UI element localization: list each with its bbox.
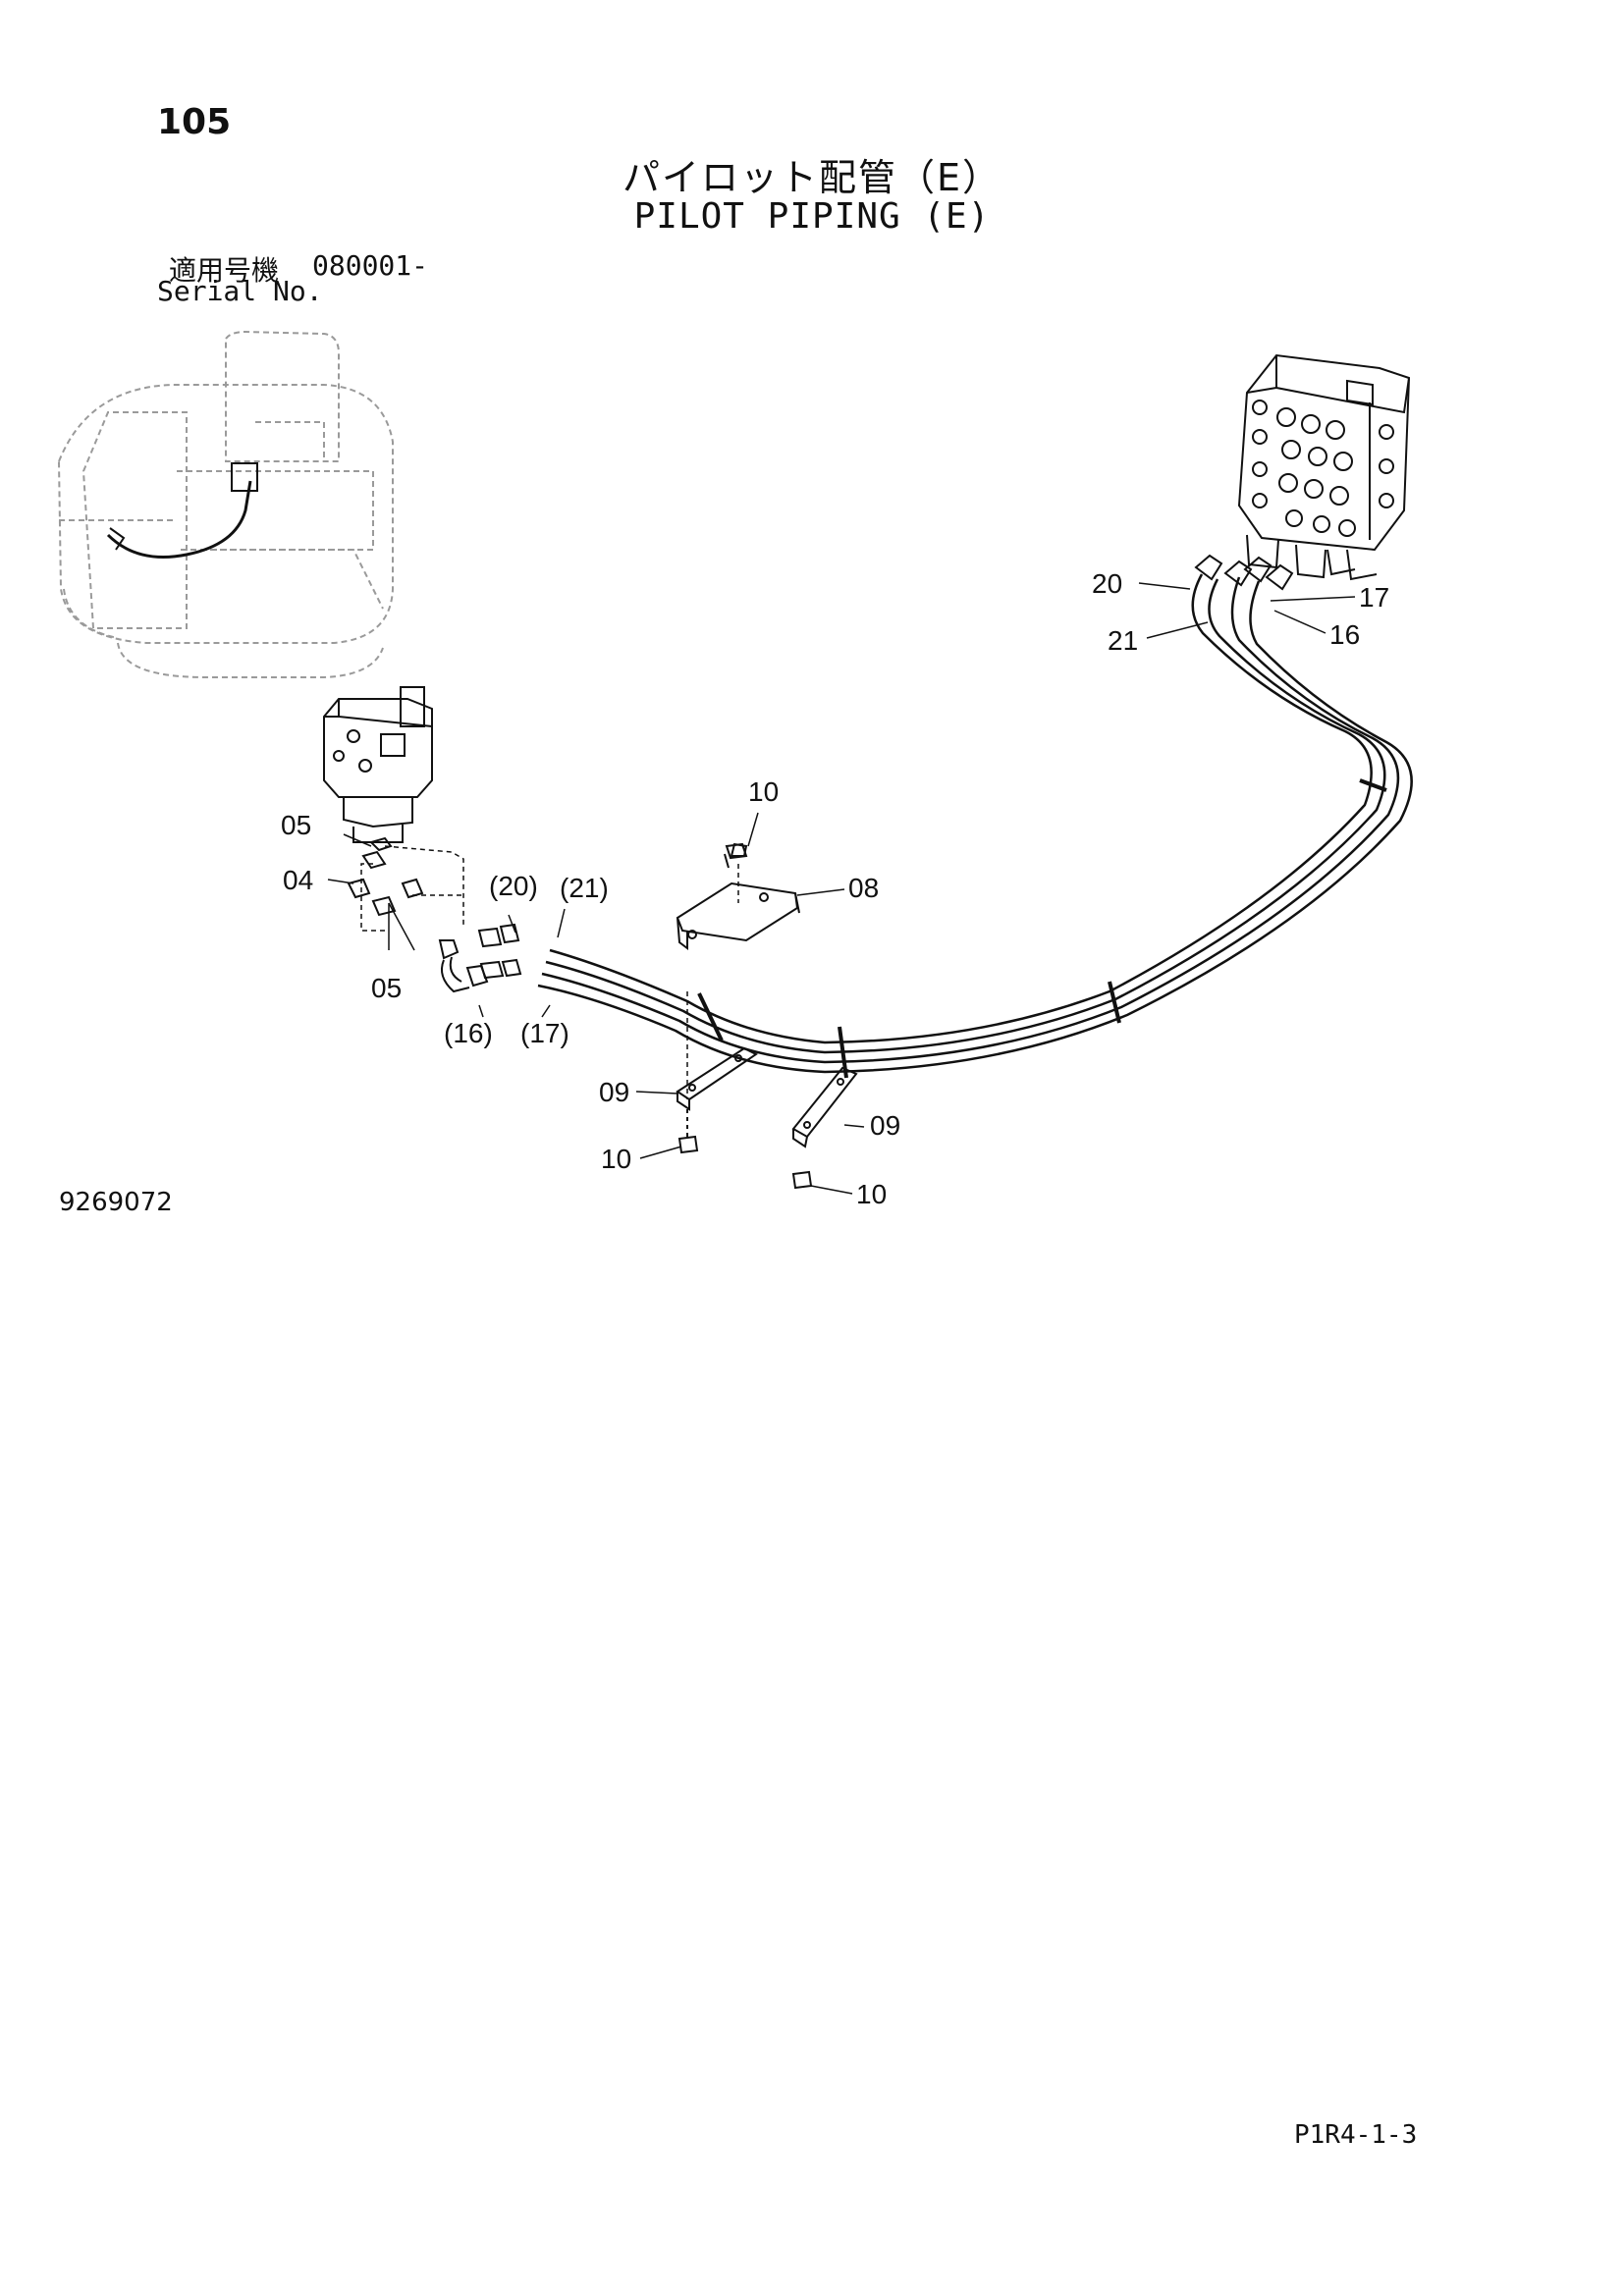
- label-leader-lines: [327, 582, 1356, 1195]
- page-number: 105: [157, 102, 232, 142]
- label-part-20-paren: (20): [489, 871, 538, 901]
- title-english: PILOT PIPING (E): [633, 196, 991, 237]
- label-part-08: 08: [848, 873, 879, 903]
- label-part-09-left: 09: [599, 1077, 629, 1107]
- clamp-plate-09-right: [791, 1066, 858, 1190]
- label-part-05-bottom: 05: [371, 973, 402, 1003]
- label-part-16: 16: [1329, 619, 1360, 650]
- serial-code: 080001-: [312, 249, 429, 282]
- label-part-17: 17: [1359, 582, 1389, 613]
- serial-label-japanese: 適用号機: [169, 254, 280, 287]
- machine-overview-sketch: [57, 330, 394, 678]
- label-part-16-paren: (16): [444, 1018, 493, 1048]
- label-part-10-top: 10: [748, 776, 779, 807]
- label-part-21-paren: (21): [560, 873, 609, 903]
- label-part-04: 04: [283, 865, 313, 895]
- label-part-21: 21: [1108, 625, 1138, 656]
- connection-leader-lines: [360, 845, 739, 1099]
- label-part-05-top: 05: [281, 810, 311, 840]
- pilot-valve: [323, 686, 433, 843]
- serial-label-english: Serial No.: [157, 275, 323, 307]
- sheet-code: P1R4-1-3: [1294, 2120, 1418, 2150]
- title-japanese: パイロット配管（E）: [622, 156, 1001, 199]
- pilot-hose-bundle: [537, 573, 1413, 1079]
- label-part-10-right: 10: [856, 1179, 887, 1209]
- label-part-20: 20: [1092, 568, 1122, 599]
- clamp-plate-09-left: [676, 1046, 758, 1154]
- label-part-09-right: 09: [870, 1110, 900, 1141]
- label-part-17-paren: (17): [520, 1018, 569, 1048]
- overview-pilot-hose: [106, 462, 258, 559]
- drawing-number: 9269072: [59, 1188, 173, 1217]
- bracket-08: [676, 842, 800, 950]
- pilot-valve-fittings: [347, 836, 748, 993]
- control-valve-block: [1237, 353, 1411, 581]
- label-part-10-left: 10: [601, 1144, 631, 1174]
- upper-hose-fittings: [1194, 554, 1294, 591]
